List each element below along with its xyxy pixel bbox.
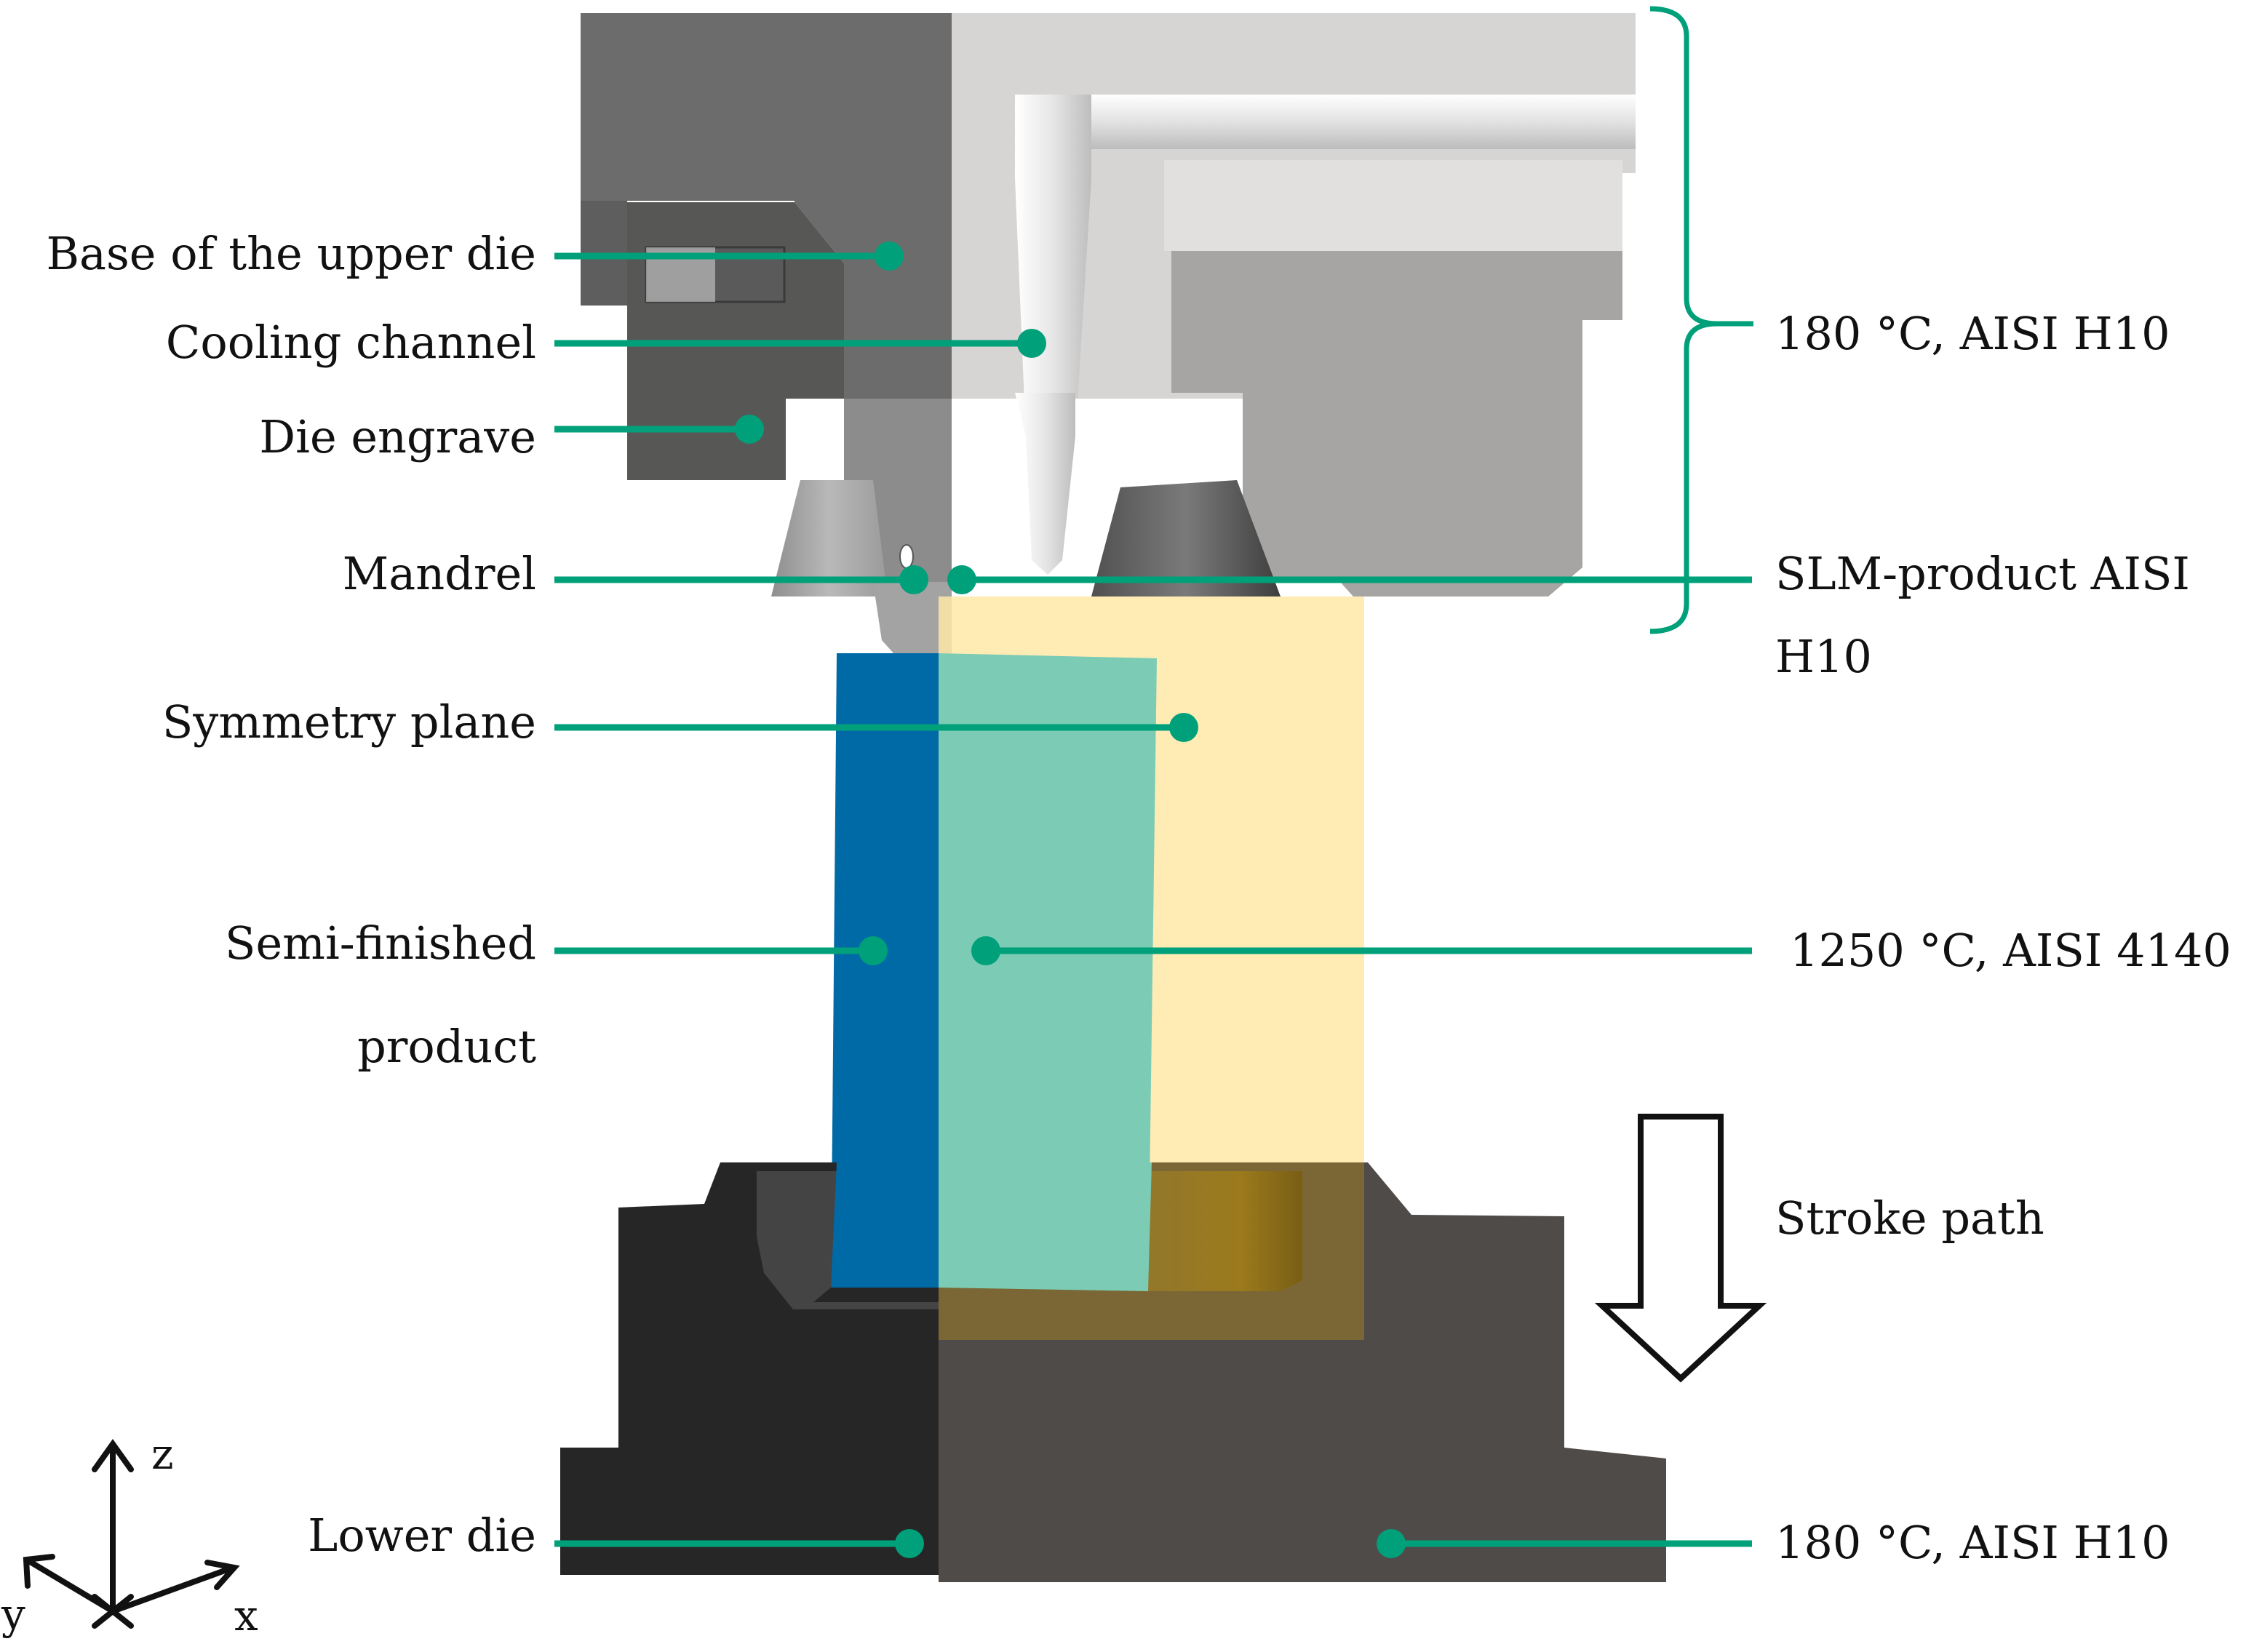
label-lower-die: Lower die [308, 1509, 536, 1562]
die-tooth-right [1091, 480, 1281, 596]
label-die-engrave: Die engrave [259, 410, 536, 463]
cooling-channel-horizontal [1015, 95, 1636, 149]
label-workpiece-temp: 1250 °C, AISI 4140 [1790, 924, 2231, 977]
cooling-channel-vertical-lower [1015, 393, 1075, 575]
dot-slm-product [947, 565, 976, 594]
dot-semi-finished [859, 936, 888, 965]
label-semi-finished-line2: product [357, 1020, 536, 1073]
dot-die-engrave [735, 415, 764, 444]
label-semi-finished-line1: Semi-finished [225, 917, 536, 970]
mandrel-tip-front [873, 582, 939, 655]
die-tooth-left [771, 480, 888, 596]
label-slm-line2: H10 [1775, 630, 1872, 683]
z-arrowhead [92, 1439, 134, 1472]
x-arrowhead [204, 1560, 240, 1590]
workpiece-blue-half [831, 653, 939, 1288]
dot-mandrel [899, 565, 928, 594]
workpiece-blue-lower [831, 1162, 939, 1288]
dot-base-upper-die [875, 242, 904, 271]
label-base-upper-die: Base of the upper die [46, 227, 536, 280]
upper-die-bracket [1649, 6, 1753, 634]
mandrel-hole [899, 544, 914, 569]
label-mandrel: Mandrel [342, 547, 536, 600]
coordinate-axes [23, 1439, 240, 1629]
semi-finished-product [831, 653, 1157, 1291]
label-symmetry-plane: Symmetry plane [162, 695, 536, 749]
upper-die [581, 13, 1636, 655]
axis-label-x: x [234, 1591, 258, 1640]
lower-die-groove-left [757, 1171, 939, 1309]
dot-symmetry-plane [1169, 713, 1198, 742]
label-slm-line1: SLM-product AISI [1775, 547, 2190, 600]
leader-lines [554, 242, 1752, 1558]
dot-workpiece-temp [971, 936, 1000, 965]
dot-cooling-channel [1017, 329, 1046, 358]
upper-die-gap [952, 399, 1243, 582]
dot-lower-die [895, 1529, 924, 1558]
upper-die-inner-step [1164, 160, 1622, 251]
label-stroke-path: Stroke path [1775, 1192, 2044, 1245]
upper-die-base-left [581, 13, 952, 399]
label-upper-die-temp: 180 °C, AISI H10 [1775, 307, 2170, 360]
label-lower-die-temp: 180 °C, AISI H10 [1775, 1516, 2170, 1569]
axis-origin-tick-b [92, 1594, 134, 1629]
axis-label-z: z [151, 1429, 174, 1479]
upper-die-right-block [1171, 251, 1622, 596]
dot-lower-die-temp [1377, 1529, 1406, 1558]
axis-label-y: y [1, 1589, 25, 1639]
workpiece-teal-half [939, 653, 1157, 1291]
label-cooling-channel: Cooling channel [165, 316, 536, 369]
y-arrowhead [23, 1554, 55, 1589]
lower-die-groove-right [1148, 1171, 1302, 1291]
stroke-arrow [1594, 1114, 1767, 1383]
workpiece-teal-lower [939, 1162, 1152, 1291]
x-axis [110, 1565, 236, 1614]
